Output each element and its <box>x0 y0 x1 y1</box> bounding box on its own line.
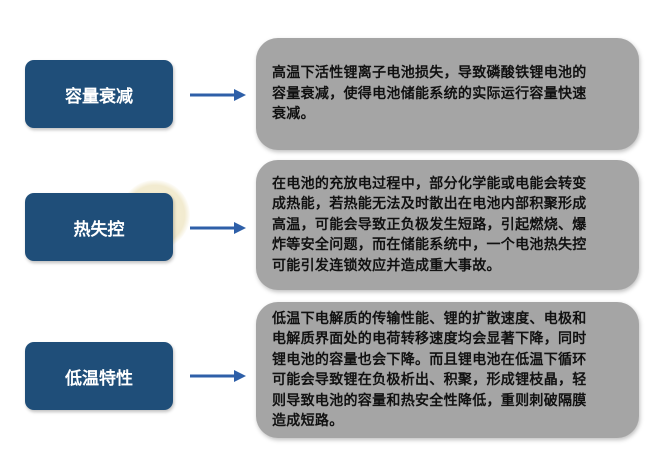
label-low-temperature: 低温特性 <box>25 342 173 410</box>
desc-line: 高温，可能会导致正负极发生短路，引起燃烧、爆 <box>272 216 587 233</box>
arrow-right-icon <box>190 370 246 382</box>
desc-line: 可能会导致锂在负极析出、积聚，形成锂枝晶，轻 <box>272 372 587 388</box>
desc-line: 可能引发连锁效应并造成重大事故。 <box>272 257 501 274</box>
desc-line: 造成短路。 <box>272 413 344 429</box>
desc-line: 则导致电池的容量和热安全性降低，重则刺破隔膜 <box>272 392 587 409</box>
desc-line: 高温下活性锂离子电池损失，导致磷酸铁锂电池的 <box>272 65 587 82</box>
desc-line: 锂电池的容量也会下降。而且锂电池在低温下循环 <box>272 351 587 368</box>
label-thermal-runaway: 热失控 <box>25 193 173 261</box>
description-thermal-runaway: 在电池的充放电过程中，部分化学能或电能会转变 成热能，若热能无法及时散出在电池内… <box>256 160 639 290</box>
desc-line: 衰减。 <box>272 106 315 123</box>
label-capacity-fade: 容量衰减 <box>25 60 173 128</box>
description-low-temperature: 低温下电解质的传输性能、锂的扩散速度、电极和 电解质界面处的电荷转移速度均会显著… <box>256 302 639 438</box>
desc-line: 电解质界面处的电荷转移速度均会显著下降，同时 <box>272 331 587 347</box>
desc-line: 低温下电解质的传输性能、锂的扩散速度、电极和 <box>272 310 587 327</box>
desc-line: 炸等安全问题，而在储能系统中，一个电池热失控 <box>272 237 587 254</box>
description-capacity-fade: 高温下活性锂离子电池损失，导致磷酸铁锂电池的 容量衰减，使得电池储能系统的实际运… <box>256 38 639 150</box>
desc-line: 在电池的充放电过程中，部分化学能或电能会转变 <box>272 175 587 192</box>
arrow-right-icon <box>190 89 246 101</box>
desc-line: 容量衰减，使得电池储能系统的实际运行容量快速 <box>272 85 587 102</box>
desc-line: 成热能，若热能无法及时散出在电池内部积聚形成 <box>272 196 587 213</box>
arrow-right-icon <box>190 222 246 234</box>
